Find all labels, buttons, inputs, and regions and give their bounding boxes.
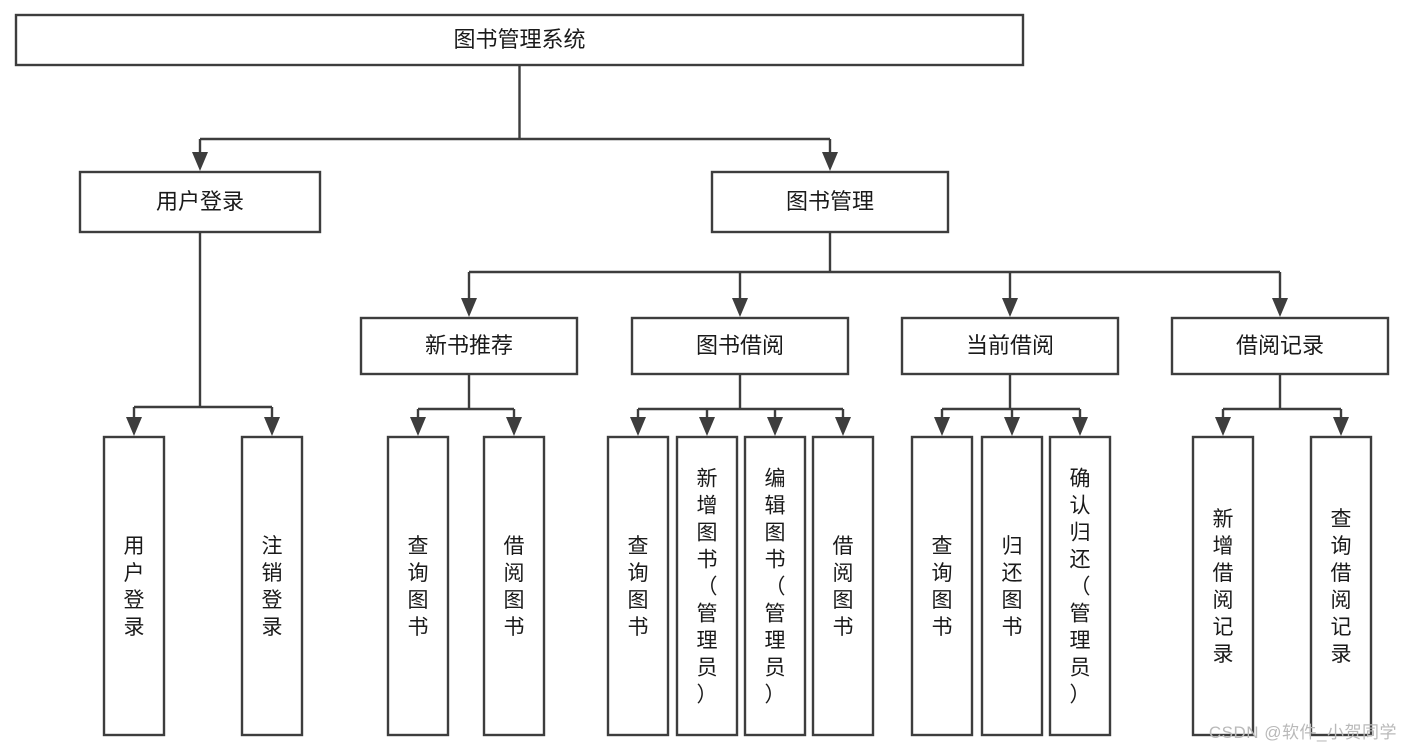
node-label: 图书管理系统 — [453, 27, 585, 52]
node-level2-1[interactable]: 图书借阅 — [630, 316, 850, 376]
node-label: 借阅图书 — [833, 535, 854, 639]
node-rect — [710, 170, 950, 234]
node-leaf-3[interactable]: 借阅图书 — [482, 435, 546, 737]
node-label: 借阅记录 — [1236, 333, 1324, 358]
node-label: 查询图书 — [408, 535, 429, 639]
node-label: 查询图书 — [628, 535, 649, 639]
arrow-head-icon — [732, 298, 748, 317]
arrow-head-icon — [126, 417, 142, 436]
arrow-head-icon — [699, 417, 715, 436]
node-rect — [386, 435, 450, 737]
node-rect — [811, 435, 875, 737]
node-leaf-12[interactable]: 查询借阅记录 — [1309, 435, 1373, 737]
arrow-head-icon — [835, 417, 851, 436]
node-rect — [630, 316, 850, 376]
node-rect — [675, 435, 739, 737]
node-rect — [1170, 316, 1390, 376]
node-leaf-7[interactable]: 借阅图书 — [811, 435, 875, 737]
node-label: 注销登录 — [262, 535, 283, 639]
node-leaf-5[interactable]: 新增图书（管理员） — [675, 435, 739, 737]
node-label: 用户登录 — [156, 189, 244, 214]
node-leaf-0[interactable]: 用户登录 — [102, 435, 166, 737]
node-leaf-11[interactable]: 新增借阅记录 — [1191, 435, 1255, 737]
arrow-head-icon — [506, 417, 522, 436]
node-leaf-6[interactable]: 编辑图书（管理员） — [743, 435, 807, 737]
node-label: 图书借阅 — [696, 333, 784, 358]
arrow-head-icon — [1072, 417, 1088, 436]
node-boxes: 图书管理系统用户登录图书管理新书推荐图书借阅当前借阅借阅记录用户登录注销登录查询… — [14, 13, 1390, 737]
node-rect — [900, 316, 1120, 376]
node-rect — [240, 435, 304, 737]
node-label: 当前借阅 — [966, 333, 1054, 358]
node-label: 确认归还（管理员） — [1070, 468, 1091, 707]
node-rect — [980, 435, 1044, 737]
arrow-head-icon — [1215, 417, 1231, 436]
node-leaf-2[interactable]: 查询图书 — [386, 435, 450, 737]
connector-lines — [126, 65, 1349, 436]
node-root-0[interactable]: 图书管理系统 — [14, 13, 1025, 67]
node-rect — [1048, 435, 1112, 737]
node-label: 归还图书 — [1002, 535, 1023, 639]
node-level1-0[interactable]: 用户登录 — [78, 170, 322, 234]
node-rect — [606, 435, 670, 737]
node-leaf-8[interactable]: 查询图书 — [910, 435, 974, 737]
arrow-head-icon — [1004, 417, 1020, 436]
node-label: 查询借阅记录 — [1331, 508, 1352, 666]
node-label: 用户登录 — [124, 535, 145, 639]
arrow-head-icon — [461, 298, 477, 317]
node-leaf-1[interactable]: 注销登录 — [240, 435, 304, 737]
arrow-head-icon — [1333, 417, 1349, 436]
node-rect — [482, 435, 546, 737]
node-rect — [78, 170, 322, 234]
node-rect — [910, 435, 974, 737]
node-level2-2[interactable]: 当前借阅 — [900, 316, 1120, 376]
node-label: 编辑图书（管理员） — [765, 468, 786, 707]
node-label: 借阅图书 — [504, 535, 525, 639]
node-rect — [102, 435, 166, 737]
node-label: 新增借阅记录 — [1213, 508, 1234, 666]
node-rect — [1191, 435, 1255, 737]
node-rect — [1309, 435, 1373, 737]
arrow-head-icon — [264, 417, 280, 436]
node-rect — [359, 316, 579, 376]
arrow-head-icon — [934, 417, 950, 436]
node-level2-3[interactable]: 借阅记录 — [1170, 316, 1390, 376]
node-label: 查询图书 — [932, 535, 953, 639]
arrow-head-icon — [822, 152, 838, 171]
arrow-head-icon — [192, 152, 208, 171]
node-leaf-4[interactable]: 查询图书 — [606, 435, 670, 737]
node-rect — [14, 13, 1025, 67]
node-leaf-10[interactable]: 确认归还（管理员） — [1048, 435, 1112, 737]
node-label: 图书管理 — [786, 189, 874, 214]
arrow-head-icon — [1272, 298, 1288, 317]
arrow-head-icon — [1002, 298, 1018, 317]
node-leaf-9[interactable]: 归还图书 — [980, 435, 1044, 737]
arrow-head-icon — [767, 417, 783, 436]
node-level1-1[interactable]: 图书管理 — [710, 170, 950, 234]
arrow-head-icon — [630, 417, 646, 436]
node-rect — [743, 435, 807, 737]
node-level2-0[interactable]: 新书推荐 — [359, 316, 579, 376]
node-label: 新增图书（管理员） — [697, 468, 718, 707]
node-label: 新书推荐 — [425, 333, 513, 358]
arrow-head-icon — [410, 417, 426, 436]
